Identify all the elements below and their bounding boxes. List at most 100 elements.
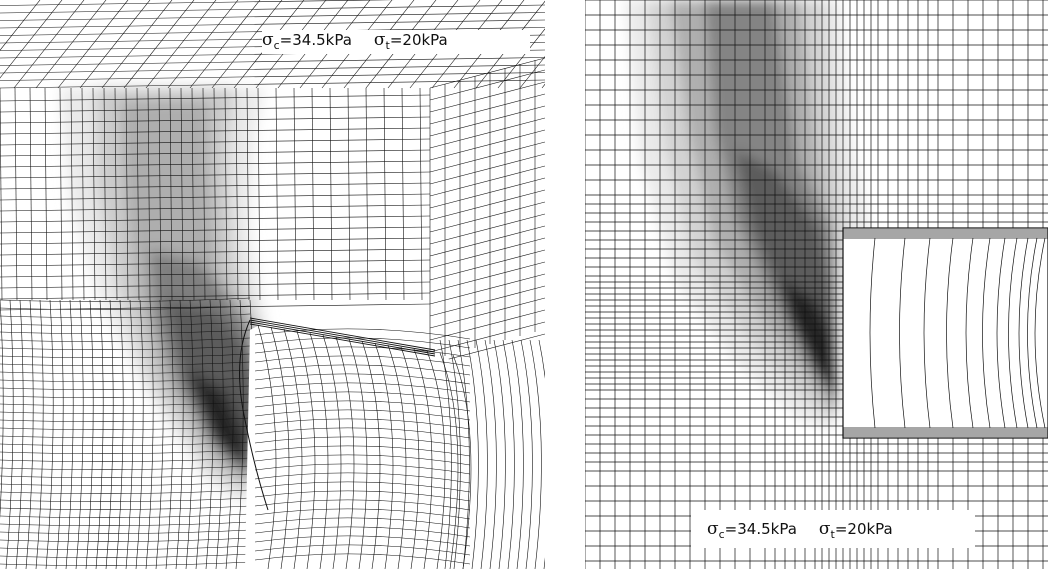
side-fan-line-1 — [448, 339, 461, 569]
block-vline-23 — [275, 87, 279, 301]
top-face-line-4 — [57, 0, 129, 89]
side-face-line-0 — [429, 57, 545, 89]
block-vline-5 — [70, 87, 74, 301]
block-hline-19 — [0, 303, 431, 311]
block-vline-13 — [158, 87, 162, 301]
tunnel-ring-18 — [254, 490, 471, 502]
tunnel-ring-line-5 — [982, 237, 991, 429]
side-face-line-14 — [429, 225, 545, 257]
tunnel-section-right — [842, 227, 1048, 439]
ground-hline-2 — [0, 313, 251, 318]
top-face-cross-0 — [0, 79, 545, 89]
ground-vline-2 — [15, 299, 24, 569]
tunnel-ring-2 — [254, 346, 471, 358]
block-hline-18 — [0, 292, 431, 300]
block-vline-29 — [383, 87, 387, 301]
block-hline-9 — [0, 193, 431, 201]
block-vline-11 — [136, 87, 140, 301]
ground-hline-27 — [0, 513, 251, 518]
side-face-line-21 — [429, 309, 545, 341]
block-vline-15 — [180, 87, 184, 301]
side-face-line-8 — [429, 153, 545, 185]
block-hline-5 — [0, 149, 431, 157]
ground-hline-8 — [0, 361, 251, 366]
top-face-cross-9 — [0, 12, 545, 21]
side-face-line-17 — [429, 261, 545, 293]
side-face-line-9 — [429, 165, 545, 197]
side-face-line-16 — [429, 249, 545, 281]
right-mesh-figure — [585, 0, 1048, 569]
side-face-line-2 — [429, 81, 545, 113]
tunnel-ring-8 — [254, 400, 471, 412]
block-vline-1 — [14, 87, 18, 301]
tunnel-face-fill — [245, 321, 470, 569]
ground-vline-4 — [35, 299, 44, 569]
tunnel-arc-8 — [361, 340, 381, 569]
tunnel-ring-21 — [254, 517, 471, 529]
block-hline-0 — [0, 94, 431, 102]
sigma-t-symbol: σ — [818, 519, 831, 539]
side-fan-line-8 — [511, 339, 524, 569]
tunnel-body — [842, 227, 1048, 439]
tunnel-arc-12 — [413, 348, 433, 569]
top-face-line-8 — [145, 0, 217, 89]
ground-vline-10 — [95, 299, 104, 569]
tunnel-ring-0 — [254, 328, 471, 340]
tunnel-ring-line-7 — [1008, 237, 1018, 429]
block-vline-21 — [246, 87, 250, 301]
ground-vline-9 — [85, 299, 94, 569]
side-face-line-18 — [429, 273, 545, 305]
ground-vline-8 — [75, 299, 84, 569]
side-fan-line-4 — [475, 339, 488, 569]
tunnel-ring-3 — [254, 355, 471, 367]
block-hline-10 — [0, 204, 431, 212]
block-hline-12 — [0, 226, 431, 234]
tunnel-arc-2 — [283, 328, 303, 569]
tunnel-arc-5 — [322, 334, 342, 569]
side-fan-line-2 — [457, 339, 470, 569]
ground-vline-17 — [165, 299, 174, 569]
tunnel-crown-edge-2 — [249, 321, 436, 355]
ground-hline-14 — [0, 409, 251, 414]
tunnel-arc-14 — [439, 352, 459, 569]
ground-hline-9 — [0, 369, 251, 374]
side-face-line-3 — [429, 93, 545, 125]
tunnel-arc-1 — [270, 326, 290, 569]
tunnel-ring-22 — [254, 526, 471, 538]
tunnel-ring-15 — [254, 463, 471, 475]
tunnel-crown-edge-3 — [249, 323, 436, 357]
block-hline-15 — [0, 259, 431, 267]
ground-vline-15 — [145, 299, 154, 569]
tunnel-ring-line-9 — [1027, 237, 1038, 429]
ground-vline-14 — [135, 299, 144, 569]
ground-hline-17 — [0, 433, 251, 438]
top-face-line-11 — [211, 0, 283, 89]
tunnel-ring-10 — [254, 418, 471, 430]
tunnel-arc-7 — [348, 338, 368, 569]
ground-hline-23 — [0, 481, 251, 486]
sigma-t-value: =20kPa — [834, 520, 893, 538]
block-vline-16 — [191, 87, 195, 301]
block-vline-0 — [0, 87, 3, 301]
tunnel-ring-6 — [254, 382, 471, 394]
ground-hline-26 — [0, 505, 251, 510]
side-fan-line-9 — [520, 339, 533, 569]
block-hline-6 — [0, 160, 431, 168]
block-vline-10 — [125, 87, 129, 301]
stress-contour-plume-right — [625, 0, 870, 430]
sigma-c-subscript: c — [273, 39, 280, 52]
side-face-line-19 — [429, 285, 545, 317]
tunnel-ring-5 — [254, 373, 471, 385]
tunnel-ring-20 — [254, 508, 471, 520]
contour-band-5 — [185, 370, 248, 470]
tunnel-ring-line-4 — [965, 237, 974, 429]
top-face-cross-1 — [0, 72, 545, 81]
tunnel-ring-11 — [254, 427, 471, 439]
finite-element-mesh-left — [0, 0, 545, 569]
tunnel-ring-line-8 — [1018, 237, 1029, 429]
block-hline-16 — [0, 270, 431, 278]
tunnel-ring-7 — [254, 391, 471, 403]
ground-vline-12 — [115, 299, 124, 569]
tunnel-arc-13 — [426, 350, 446, 569]
